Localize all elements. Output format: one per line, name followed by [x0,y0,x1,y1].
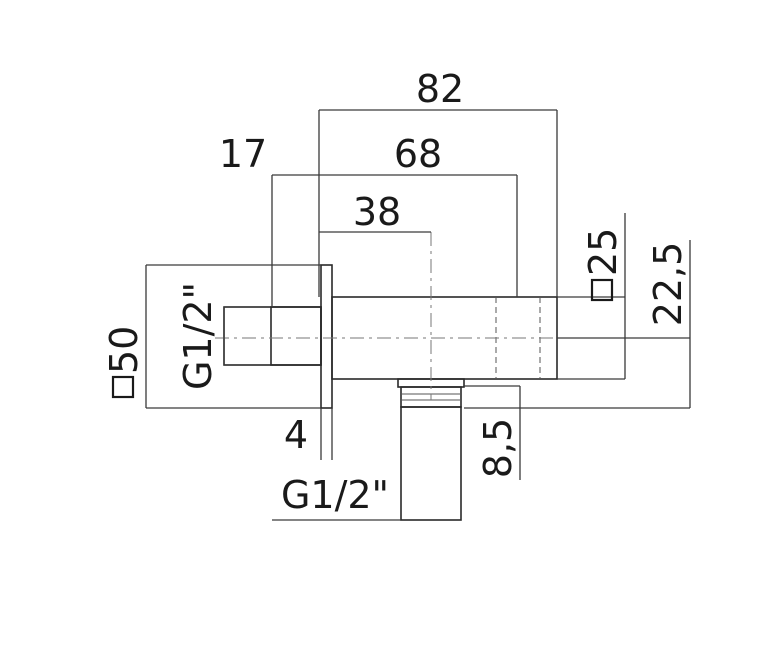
label-body-square: 25 [581,228,625,302]
svg-text:25: 25 [581,228,625,276]
square-section-icon [111,375,135,399]
label-82: 82 [416,67,464,111]
wall-plate [320,264,333,409]
label-38: 38 [353,190,401,234]
dimension-labels: 82 68 17 38 4 G1/2" 50 G1/2" 25 22,5 8,5 [102,67,690,517]
dimension-lines [145,109,691,521]
label-inlet-thread: G1/2" [176,282,220,390]
inlet-stub-outer [223,306,322,366]
label-plate-size: 50 [102,326,146,399]
label-outlet-thread: G1/2" [281,473,389,517]
part-outline [215,232,575,521]
label-body-height: 22,5 [646,242,690,327]
outlet-pipe [400,406,462,521]
label-outlet-offset: 8,5 [476,418,520,478]
label-17: 17 [219,132,267,176]
label-4: 4 [284,413,308,457]
svg-text:50: 50 [102,326,146,374]
square-section-icon [590,278,614,302]
label-68: 68 [394,132,442,176]
inlet-stub-inner [270,306,322,366]
